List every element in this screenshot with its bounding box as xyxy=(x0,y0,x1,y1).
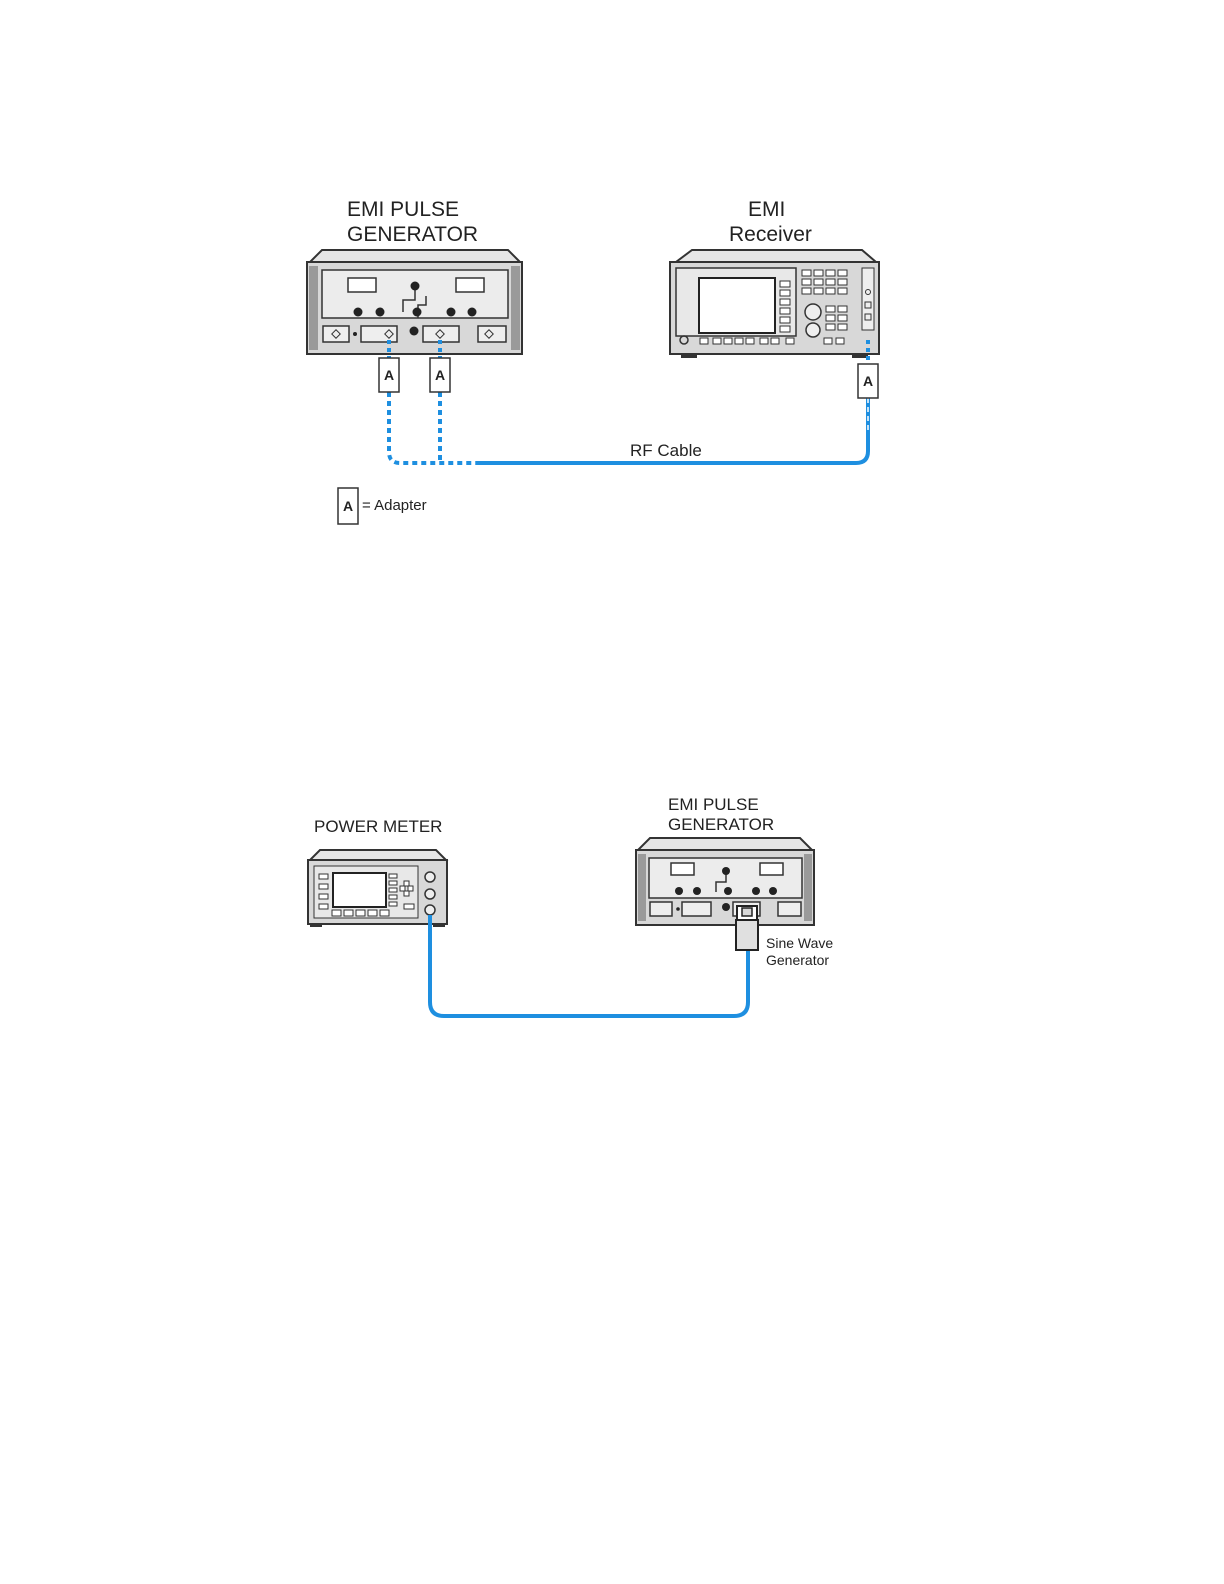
sine-wave-label-line1: Sine Wave xyxy=(766,935,833,951)
receiver-label-line1: EMI xyxy=(748,198,785,221)
svg-text:A: A xyxy=(343,498,353,514)
power-meter-icon xyxy=(308,850,447,927)
emi-pulse-generator-icon-small xyxy=(636,838,814,925)
sine-wave-label-line2: Generator xyxy=(766,952,829,968)
rf-cable-line xyxy=(389,340,868,463)
pulse-generator-label-line1: EMI PULSE xyxy=(668,795,759,814)
svg-text:A: A xyxy=(863,373,873,389)
pulse-generator-label-line2: GENERATOR xyxy=(668,815,774,834)
power-meter-label: POWER METER xyxy=(314,817,442,836)
receiver-label-line2: Receiver xyxy=(729,223,812,246)
rf-cable-label: RF Cable xyxy=(630,441,702,460)
adapter-middle: A xyxy=(430,358,450,392)
svg-text:A: A xyxy=(435,367,445,383)
emi-receiver-icon xyxy=(670,250,879,358)
sine-wave-generator-icon xyxy=(736,906,758,950)
legend-text: = Adapter xyxy=(362,497,427,514)
emi-pulse-generator-icon xyxy=(307,250,522,354)
pulse-generator-label-line2: GENERATOR xyxy=(347,223,478,246)
adapter-receiver: A xyxy=(858,364,878,398)
diagram-receiver-setup: EMI PULSE GENERATOR EMI Receiver xyxy=(307,198,879,524)
power-meter-cable-line xyxy=(430,915,748,1016)
pulse-generator-label-line1: EMI PULSE xyxy=(347,198,459,221)
diagram-power-meter-setup: POWER METER EMI PULSE GENERATOR xyxy=(308,795,833,1016)
adapter-left: A xyxy=(379,358,399,392)
adapter-legend: A = Adapter xyxy=(338,488,427,524)
svg-text:A: A xyxy=(384,367,394,383)
